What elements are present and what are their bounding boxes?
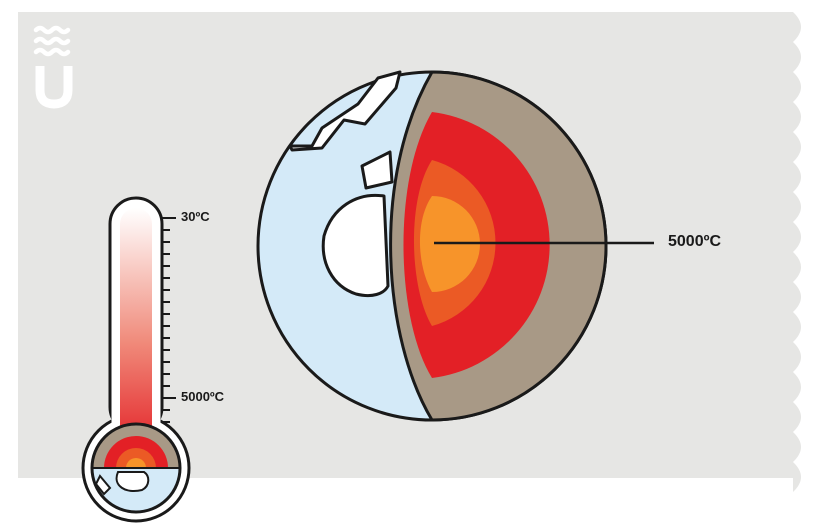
thermometer [81, 196, 191, 523]
continent-north [288, 70, 402, 152]
thermometer-top-label: 30ºC [181, 209, 210, 224]
continent-middle [360, 150, 394, 190]
earth-globe [256, 70, 654, 422]
thermometer-mercury [120, 208, 152, 453]
university-logo [33, 25, 73, 109]
thermometer-bottom-label: 5000ºC [181, 389, 225, 404]
continent-africa [321, 193, 390, 298]
thermometer-ticks [162, 217, 176, 423]
core-temperature-label: 5000ºC [668, 233, 721, 250]
